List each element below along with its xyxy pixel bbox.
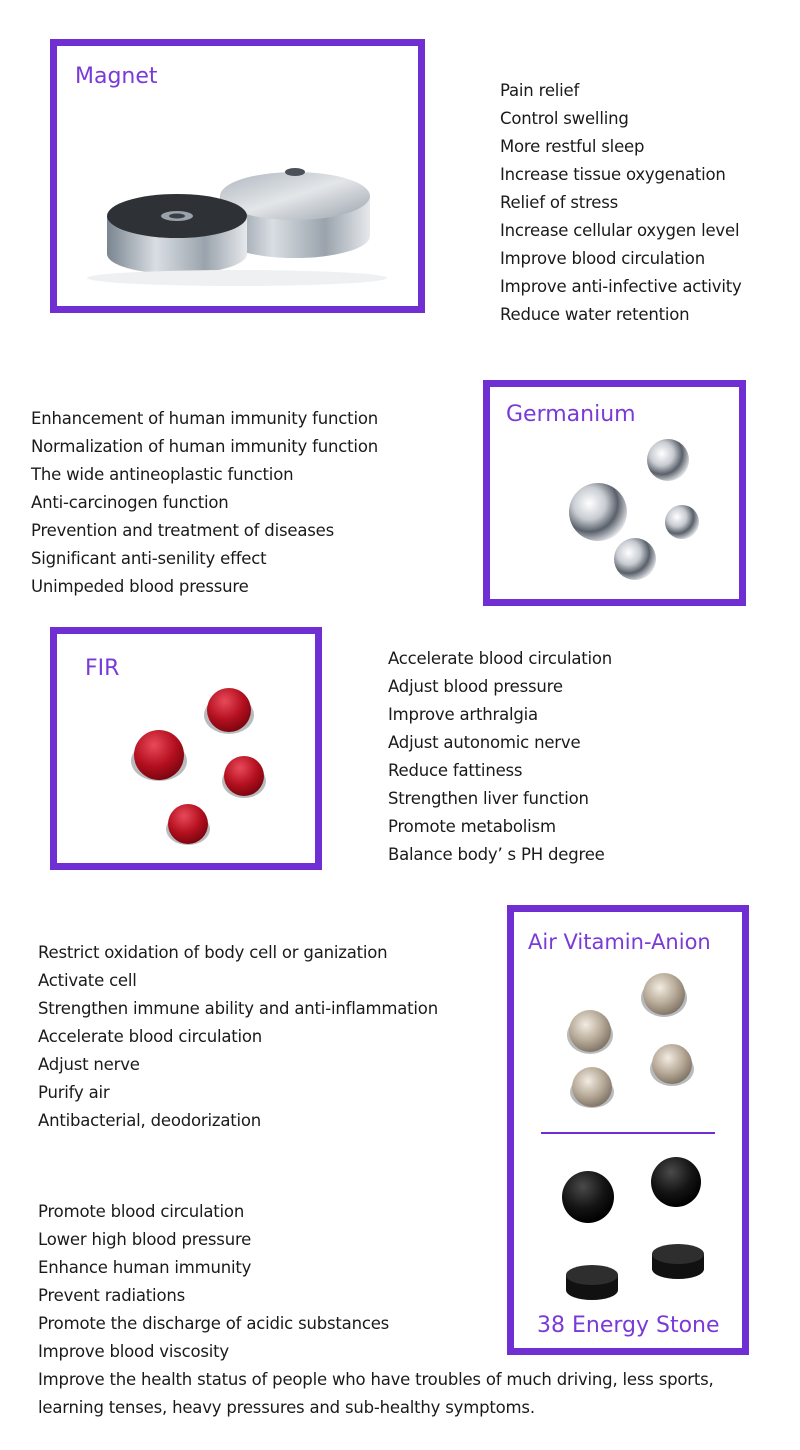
germanium-card: Germanium — [483, 380, 746, 606]
fir-image — [131, 688, 266, 845]
germanium-title: Germanium — [506, 402, 636, 427]
list-item: Significant anti-senility effect — [31, 549, 267, 568]
list-item: Improve arthralgia — [388, 705, 538, 724]
energy-stone-title: 38 Energy Stone — [537, 1313, 720, 1338]
list-item: Adjust nerve — [38, 1055, 140, 1074]
list-item: Activate cell — [38, 971, 137, 990]
magnet-benefits-list: Pain relief Control swelling More restfu… — [500, 77, 742, 329]
list-item: Anti-carcinogen function — [31, 493, 229, 512]
list-item: Unimpeded blood pressure — [31, 577, 249, 596]
list-item: More restful sleep — [500, 137, 645, 156]
anion-energy-card: Air Vitamin-Anion 38 Energy Stone — [507, 905, 749, 1355]
list-item: Enhance human immunity — [38, 1258, 252, 1277]
germanium-image — [569, 439, 699, 580]
list-item: Normalization of human immunity function — [31, 437, 378, 456]
list-item: Prevent radiations — [38, 1286, 185, 1305]
fir-card: FIR — [50, 627, 322, 870]
list-item: Reduce water retention — [500, 305, 690, 324]
magnet-card: Magnet — [50, 39, 425, 313]
list-item: Promote blood circulation — [38, 1202, 245, 1221]
list-item: Relief of stress — [500, 193, 619, 212]
magnet-title: Magnet — [75, 64, 158, 89]
list-item: Control swelling — [500, 109, 629, 128]
germanium-benefits-list: Enhancement of human immunity function N… — [31, 405, 378, 601]
list-item: Adjust autonomic nerve — [388, 733, 581, 752]
list-item: Enhancement of human immunity function — [31, 409, 378, 428]
list-item: Promote the discharge of acidic substanc… — [38, 1314, 390, 1333]
list-item: Accelerate blood circulation — [388, 649, 613, 668]
list-item: Adjust blood pressure — [388, 677, 563, 696]
fir-title: FIR — [85, 656, 120, 681]
energy-stone-benefits-list: Promote blood circulation Lower high blo… — [38, 1198, 389, 1366]
list-item: Lower high blood pressure — [38, 1230, 252, 1249]
list-item: Improve anti-infective activity — [500, 277, 742, 296]
list-item: Antibacterial, deodorization — [38, 1111, 262, 1130]
list-item: Accelerate blood circulation — [38, 1027, 263, 1046]
list-item: Promote metabolism — [388, 817, 556, 836]
fir-benefits-list: Accelerate blood circulation Adjust bloo… — [388, 645, 612, 869]
anion-title: Air Vitamin-Anion — [528, 930, 711, 954]
magnet-image — [87, 168, 387, 286]
anion-benefits-list: Restrict oxidation of body cell or ganiz… — [38, 939, 438, 1135]
list-item: Balance body’ s PH degree — [388, 845, 605, 864]
list-item: Increase tissue oxygenation — [500, 165, 726, 184]
list-item: The wide antineoplastic function — [31, 465, 294, 484]
list-item: Purify air — [38, 1083, 110, 1102]
list-item: Increase cellular oxygen level — [500, 221, 740, 240]
section-divider — [541, 1132, 715, 1134]
list-item: Reduce fattiness — [388, 761, 523, 780]
list-item: Pain relief — [500, 81, 580, 100]
list-item: Prevention and treatment of diseases — [31, 521, 334, 540]
anion-image — [562, 973, 704, 1300]
list-item: Strengthen liver function — [388, 789, 589, 808]
list-item: Improve blood circulation — [500, 249, 705, 268]
list-item: Improve blood viscosity — [38, 1342, 229, 1361]
list-item: Restrict oxidation of body cell or ganiz… — [38, 943, 388, 962]
closing-paragraph: Improve the health status of people who … — [38, 1370, 714, 1417]
list-item: Strengthen immune ability and anti-infla… — [38, 999, 438, 1018]
